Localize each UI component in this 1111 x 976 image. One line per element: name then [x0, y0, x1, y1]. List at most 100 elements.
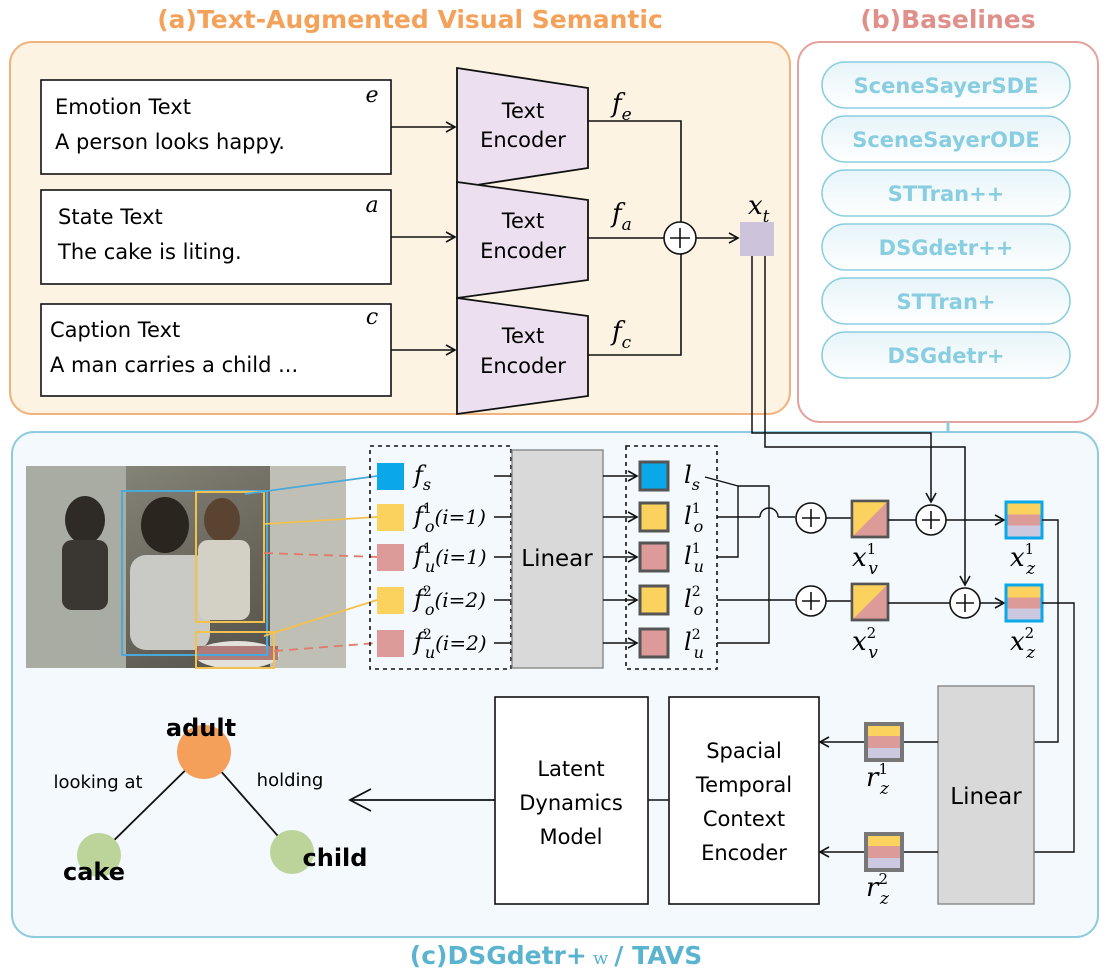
xz2-stacked-square: [1004, 583, 1044, 623]
emotion-text-tag: e: [365, 83, 378, 108]
stce-label-line: Spacial: [706, 739, 782, 763]
scene-graph: adult cake child looking at holding: [53, 714, 367, 886]
line-xz1-to-linear: [1034, 519, 1059, 743]
linear-projection-block: [511, 449, 604, 669]
latent-dynamics-model: [494, 696, 649, 905]
text-sum-node: [663, 221, 697, 255]
merge-line-top: [704, 476, 739, 558]
state-text-title: State Text: [58, 205, 163, 229]
ldm-label-line: Dynamics: [519, 791, 623, 815]
input-feature-label-index: (i=2): [434, 588, 485, 612]
edge-label-looking-at: looking at: [53, 772, 142, 793]
node-child: [270, 830, 314, 874]
emotion-text-title: Emotion Text: [55, 95, 191, 119]
panel-c-title-w: w: [593, 948, 609, 969]
caption-text-box: Caption Text A man carries a child ... c: [40, 303, 392, 397]
stce-label-line: Context: [703, 807, 785, 831]
xt-line-2: [764, 256, 971, 587]
baseline-label: DSGdetr+: [887, 344, 1004, 368]
spatial-temporal-context-encoder: [668, 696, 820, 905]
link-object-2: [263, 599, 378, 637]
state-text-body: The cake is liting.: [57, 240, 242, 264]
input-swatch: [377, 504, 404, 531]
linear-block-2: [937, 685, 1035, 905]
output-feature-label-sub: u: [694, 557, 704, 576]
input-swatch: [377, 630, 404, 657]
output-feature-label-sub: o: [694, 517, 704, 536]
panel-c-title-main: (c)DSGdetr+: [410, 941, 587, 970]
text-encoder-3: Text Encoder: [456, 296, 589, 416]
input-feature-label-sup: 1: [423, 541, 432, 557]
xv1-fused-feature: [850, 499, 890, 539]
input-feature-label-sub: o: [425, 517, 435, 536]
rz-feature-stack: [864, 722, 904, 872]
caption-text-tag: c: [366, 305, 378, 330]
visual-sum-node-2: [795, 585, 827, 617]
node-cake: [77, 833, 121, 877]
panel-c-title-tail: / TAVS: [614, 941, 702, 970]
stce-label-line: Encoder: [701, 841, 787, 865]
state-text-box: State Text The cake is liting. a: [40, 189, 392, 285]
output-feature-label-sub: o: [694, 600, 704, 619]
input-feature-label-sub: u: [425, 557, 435, 576]
output-feature-label-sup: 2: [692, 627, 701, 643]
xt-label: xt: [748, 191, 770, 227]
panel-c-title: (c)DSGdetr+ w/ TAVS: [410, 941, 702, 970]
output-swatch: [638, 460, 670, 492]
encoder-1-label-line1: Text: [501, 99, 544, 123]
output-feature-label-sup: 1: [692, 541, 701, 557]
node-child-label: child: [303, 844, 368, 872]
visual-sum-node-1: [795, 502, 827, 534]
node-cake-label: cake: [63, 858, 125, 886]
node-adult: [177, 725, 231, 779]
baseline-pill: [821, 223, 1071, 271]
ldm-label-line: Model: [539, 825, 602, 849]
output-feature-label-base: l: [684, 628, 692, 656]
line-fc-to-sum: [588, 254, 682, 356]
input-feature-label-index: (i=1): [435, 545, 486, 569]
encoder-2-label-line2: Encoder: [480, 239, 566, 263]
state-text-tag: a: [365, 193, 378, 218]
encoder-3-label-line1: Text: [501, 324, 544, 348]
linear-projection-label: Linear: [521, 546, 593, 572]
linear-block-2-label: Linear: [950, 784, 1022, 810]
visual-feature-box: [369, 445, 512, 670]
encoder-3-label-line2: Encoder: [480, 354, 566, 378]
baseline-label: DSGdetr++: [879, 236, 1014, 260]
link-subject: [244, 475, 378, 495]
xt-line-1: [751, 256, 937, 504]
video-frame-image: [26, 466, 346, 669]
output-feature-label: ls: [684, 461, 700, 494]
baseline-pill: [821, 115, 1071, 163]
encoder-2-label-line1: Text: [501, 209, 544, 233]
rz1-stacked-square: [864, 722, 904, 762]
rz2-stacked-square: [864, 832, 904, 872]
baseline-label: SceneSayerODE: [852, 128, 1040, 152]
link-relation-1: [263, 552, 378, 558]
text-encoder-1: Text Encoder: [456, 66, 589, 190]
link-object-1: [263, 516, 378, 525]
input-feature-label-sup: 2: [423, 584, 432, 600]
edge-label-holding: holding: [257, 770, 324, 791]
text-encoder-2: Text Encoder: [456, 180, 589, 300]
output-feature-label-base: l: [684, 585, 692, 613]
input-feature-label-sup: 2: [423, 627, 432, 643]
baseline-pill: [821, 331, 1071, 379]
emotion-text-body: A person looks happy.: [55, 130, 285, 154]
xv2-fused-feature: [850, 582, 890, 622]
output-swatch: [638, 541, 670, 573]
baseline-pill: [821, 277, 1071, 325]
node-adult-label: adult: [166, 714, 236, 742]
output-swatch: [638, 627, 670, 659]
